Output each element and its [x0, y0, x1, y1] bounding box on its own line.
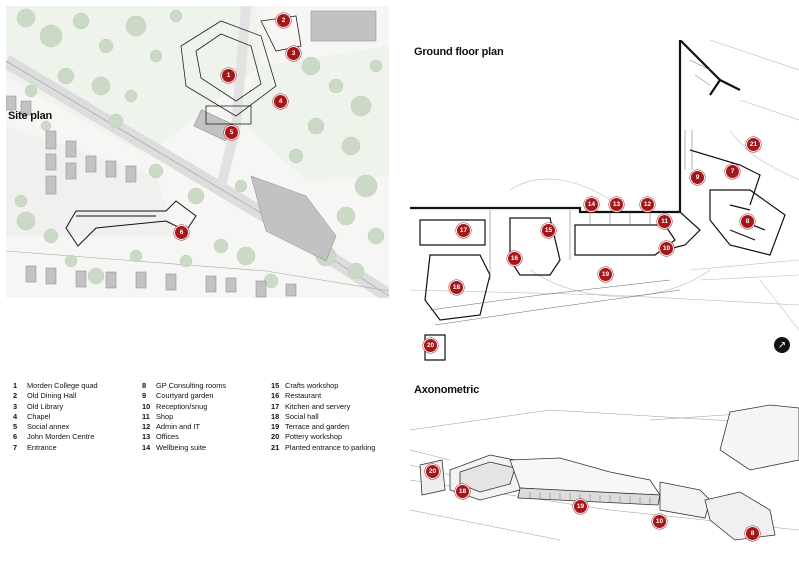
site-plan-map: Site plan	[6, 6, 389, 298]
plan-marker-20: 20	[423, 338, 438, 353]
axo-marker-18: 18	[455, 484, 470, 499]
axonometric-drawing	[410, 400, 799, 550]
plan-marker-13: 13	[609, 197, 624, 212]
ground-floor-plan-drawing	[410, 40, 799, 365]
plan-marker-10: 10	[659, 241, 674, 256]
plan-marker-21: 21	[746, 137, 761, 152]
trees-group	[14, 8, 385, 289]
site-marker-2: 2	[276, 13, 291, 28]
north-arrow-icon: ↗	[774, 337, 790, 353]
site-plan-drawing	[6, 6, 389, 298]
buildings-group	[6, 10, 377, 298]
site-marker-4: 4	[273, 94, 288, 109]
plan-marker-15: 15	[541, 223, 556, 238]
plan-marker-11: 11	[657, 214, 672, 229]
axo-marker-20: 20	[425, 464, 440, 479]
plan-marker-16: 16	[507, 251, 522, 266]
ground-floor-svg	[410, 40, 799, 361]
plan-marker-9: 9	[690, 170, 705, 185]
plan-marker-14: 14	[584, 197, 599, 212]
plan-marker-8: 8	[740, 214, 755, 229]
site-marker-3: 3	[286, 46, 301, 61]
plan-marker-18: 18	[449, 280, 464, 295]
site-marker-5: 5	[224, 125, 239, 140]
axo-marker-10: 10	[652, 514, 667, 529]
plan-marker-19: 19	[598, 267, 613, 282]
plan-marker-7: 7	[725, 164, 740, 179]
plan-marker-12: 12	[640, 197, 655, 212]
axo-marker-19: 19	[573, 499, 588, 514]
ground-floor-plan-title: Ground floor plan	[414, 46, 504, 58]
site-plan-title: Site plan	[8, 110, 53, 122]
site-marker-1: 1	[221, 68, 236, 83]
axonometric-svg	[410, 404, 799, 541]
plan-marker-17: 17	[456, 223, 471, 238]
axonometric-title: Axonometric	[414, 384, 480, 396]
axo-marker-8: 8	[745, 526, 760, 541]
site-marker-6: 6	[174, 225, 189, 240]
